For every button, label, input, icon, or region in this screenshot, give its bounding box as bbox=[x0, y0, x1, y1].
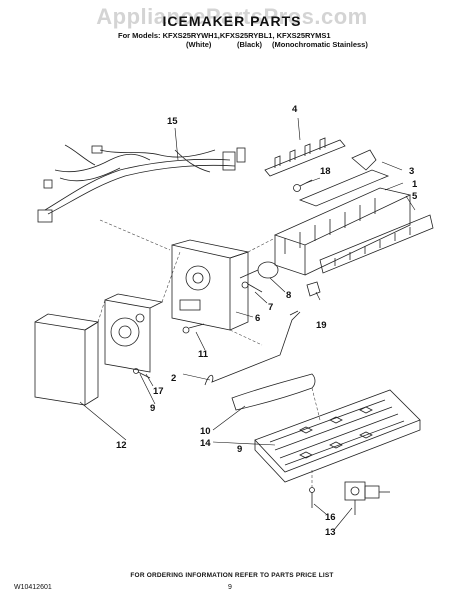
callout-7: 7 bbox=[268, 302, 273, 313]
callout-9a: 9 bbox=[150, 403, 155, 414]
page-title: ICEMAKER PARTS bbox=[162, 13, 302, 29]
variant-black: (Black) bbox=[237, 40, 263, 49]
callout-17: 17 bbox=[153, 386, 164, 397]
callout-1: 1 bbox=[412, 179, 418, 190]
wire-harness bbox=[37, 144, 246, 223]
fill-cup bbox=[231, 373, 316, 411]
ice-stripper bbox=[319, 214, 434, 274]
callout-12: 12 bbox=[116, 440, 127, 451]
watermark: AppliancePartsPros.com bbox=[96, 4, 368, 29]
screw-9a bbox=[137, 371, 151, 379]
leader-lines bbox=[79, 117, 416, 531]
callout-9b: 9 bbox=[237, 444, 242, 455]
page-number: 9 bbox=[228, 584, 232, 591]
document-number: W10412601 bbox=[14, 584, 52, 591]
callout-11: 11 bbox=[198, 349, 209, 360]
callout-6: 6 bbox=[255, 313, 260, 324]
callout-18: 18 bbox=[320, 166, 331, 177]
callout-14: 14 bbox=[200, 438, 211, 449]
retainer-clip bbox=[306, 281, 321, 297]
ejector-blade bbox=[264, 137, 346, 177]
shutoff-arm bbox=[204, 310, 301, 386]
callout-3: 3 bbox=[409, 166, 414, 177]
callout-8: 8 bbox=[286, 290, 291, 301]
mounting-clip bbox=[351, 149, 377, 171]
gear-motor-assembly bbox=[104, 293, 164, 373]
models-line: For Models: KFXS25RYWH1,KFXS25RYBL1, KFX… bbox=[118, 31, 331, 40]
ice-mold bbox=[273, 169, 412, 276]
callout-4: 4 bbox=[292, 104, 298, 115]
variant-stainless: (Monochromatic Stainless) bbox=[272, 40, 368, 49]
housing-screw bbox=[182, 323, 205, 334]
drive-motor bbox=[239, 261, 279, 293]
assembly-lines bbox=[97, 219, 321, 488]
valve-screw bbox=[309, 487, 315, 508]
control-module-housing bbox=[171, 239, 250, 331]
callout-5: 5 bbox=[412, 191, 418, 202]
callout-16: 16 bbox=[325, 512, 336, 523]
variant-white: (White) bbox=[186, 40, 212, 49]
module-cover bbox=[34, 313, 100, 406]
callout-13: 13 bbox=[325, 527, 336, 538]
water-valve bbox=[344, 481, 390, 515]
ordering-note: FOR ORDERING INFORMATION REFER TO PARTS … bbox=[130, 572, 334, 579]
callout-15: 15 bbox=[167, 116, 178, 127]
callout-2: 2 bbox=[171, 373, 176, 384]
screw-9a-head bbox=[133, 368, 139, 374]
callout-19: 19 bbox=[316, 320, 327, 331]
ice-bin-frame bbox=[254, 389, 421, 483]
callout-10: 10 bbox=[200, 426, 211, 437]
